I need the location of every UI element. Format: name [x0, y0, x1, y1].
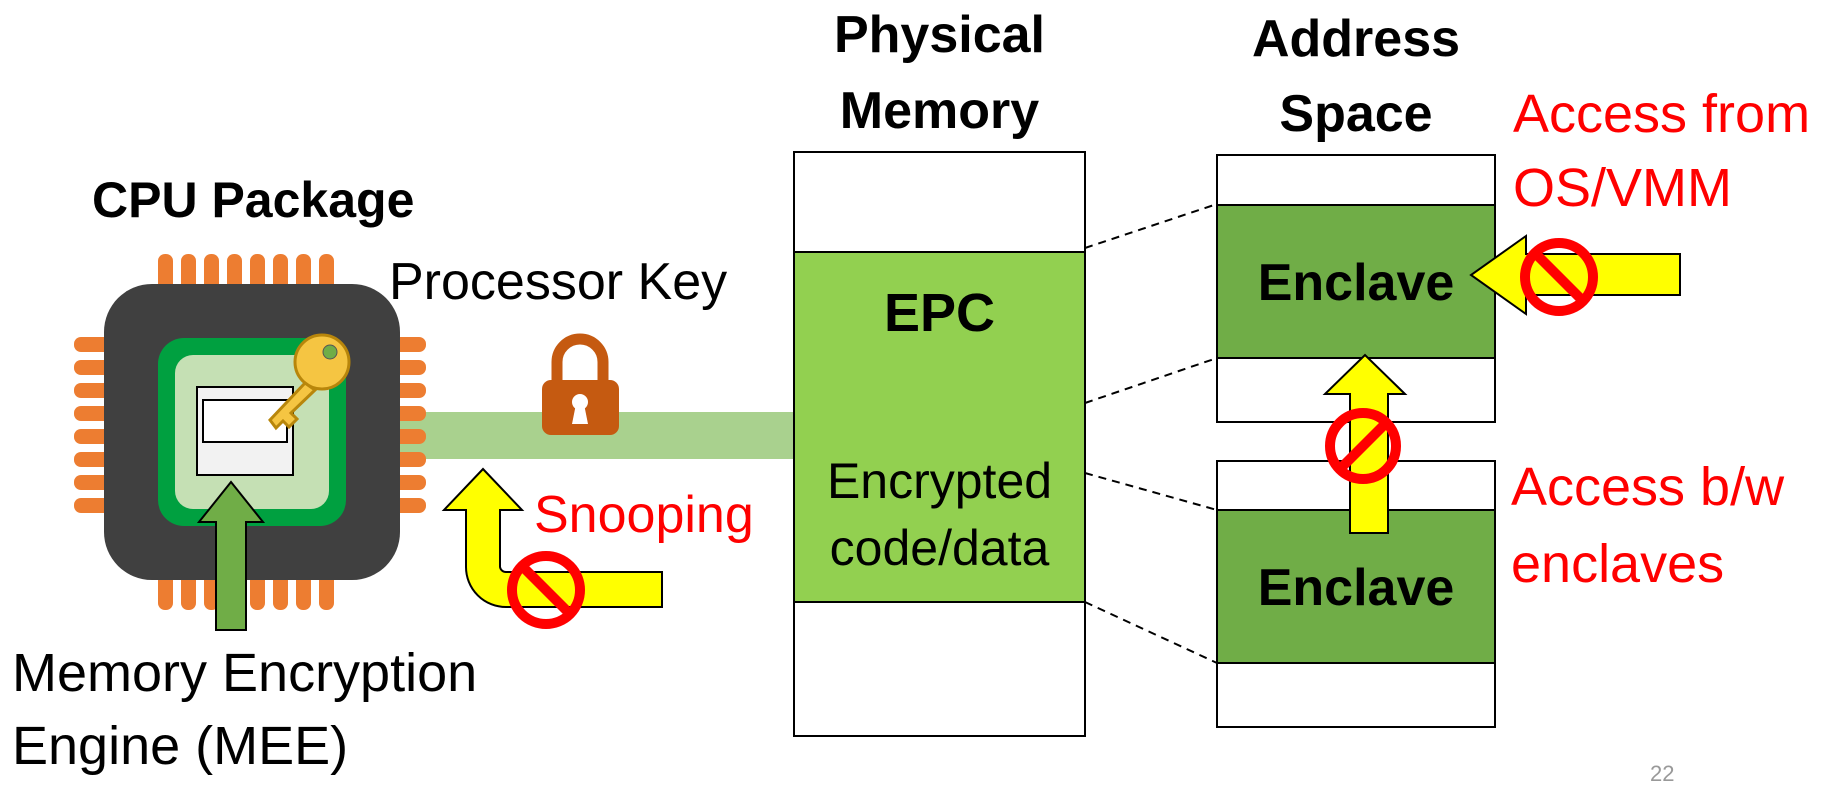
blocked-icon-snooping [507, 551, 585, 629]
os-access-label-line1: Access from [1513, 84, 1811, 144]
mapping-lines [1084, 203, 1218, 664]
enclave-access-label-line1: Access b/w [1511, 457, 1785, 517]
enclave-upper-label: Enclave [1257, 254, 1455, 312]
padlock-icon [542, 333, 619, 435]
encrypted-label-line1: Encrypted [826, 453, 1053, 509]
physical-memory-title-line2: Memory [839, 82, 1040, 140]
encrypted-label-line2: code/data [829, 520, 1050, 576]
blocked-icon-os [1520, 238, 1598, 316]
slide-number: 22 [1650, 761, 1675, 786]
cpu-package-title: CPU Package [92, 172, 415, 228]
enclave-lower-label: Enclave [1257, 559, 1455, 617]
mee-label-line2: Engine (MEE) [12, 716, 349, 776]
enclave-access-label-line2: enclaves [1511, 534, 1725, 594]
blocked-icon-enclaves [1325, 408, 1401, 484]
enclave-upper-region [1216, 204, 1496, 359]
processor-key-label: Processor Key [389, 253, 728, 311]
snooping-arrow [441, 467, 663, 608]
mee-box [196, 386, 294, 476]
os-access-label-line2: OS/VMM [1513, 158, 1733, 218]
address-space-title-line2: Space [1279, 85, 1433, 143]
mee-pointer-arrow [196, 480, 266, 631]
os-access-arrow [1469, 234, 1681, 316]
epc-region [793, 251, 1086, 603]
epc-label: EPC [883, 283, 996, 343]
enclave-lower-region [1216, 509, 1496, 664]
address-space-title-line1: Address [1251, 10, 1461, 68]
mee-label-line1: Memory Encryption [12, 643, 478, 703]
key-icon [268, 333, 351, 431]
snooping-label: Snooping [534, 486, 754, 544]
physical-memory-title-line1: Physical [833, 6, 1046, 64]
